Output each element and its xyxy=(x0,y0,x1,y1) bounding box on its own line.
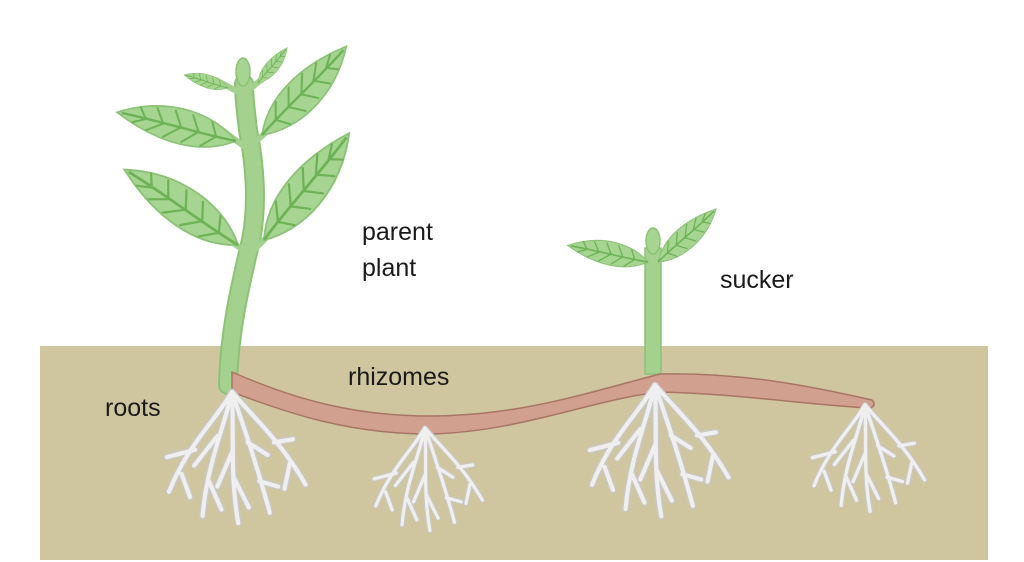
parent-leaf xyxy=(113,84,242,166)
rhizomes-label: rhizomes xyxy=(348,363,450,391)
sucker-label: sucker xyxy=(720,266,794,294)
roots-label: roots xyxy=(105,394,161,422)
sucker-leaf xyxy=(565,226,652,279)
sucker-plant xyxy=(565,204,728,375)
sucker-stem xyxy=(644,247,662,375)
parent-leaf xyxy=(251,45,295,87)
sucker-bud xyxy=(645,227,661,255)
parent-bud xyxy=(235,57,251,87)
parent-plant-label-line2: plant xyxy=(362,254,417,282)
parent-leaf xyxy=(245,39,366,145)
parent-plant-label: parent xyxy=(362,218,433,246)
parent-plant xyxy=(113,39,373,395)
parent-leaf xyxy=(117,144,248,268)
sucker-leaf xyxy=(648,204,728,269)
